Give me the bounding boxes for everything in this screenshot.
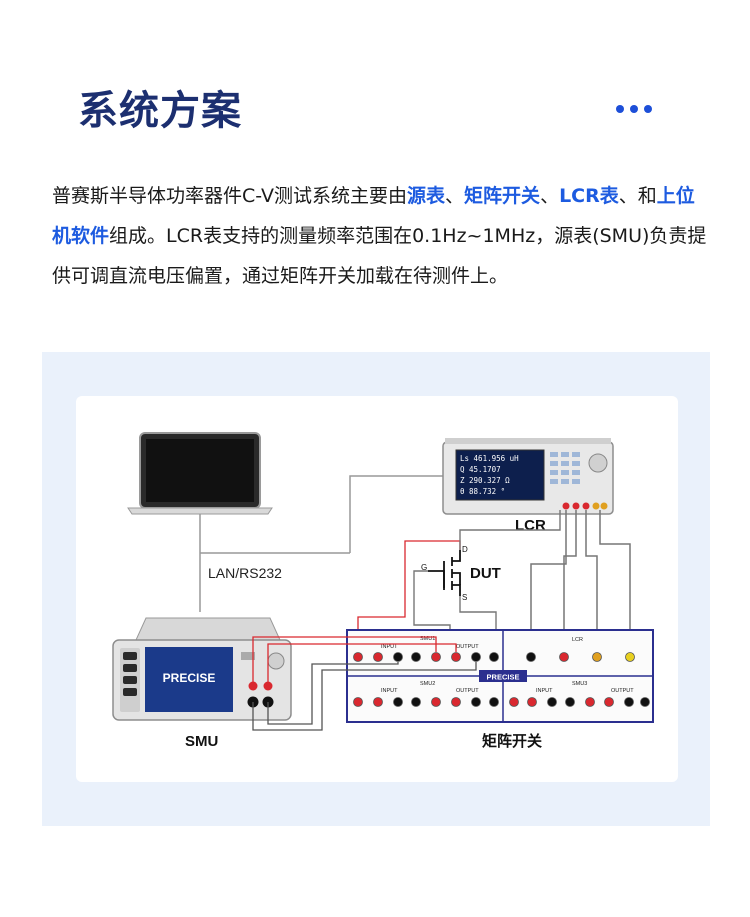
module-smu1-label: SMU1 <box>420 636 435 642</box>
more-dots-icon[interactable] <box>616 98 658 117</box>
pin-g-label: G <box>421 563 427 572</box>
desc-text-2: 组成。LCR表支持的测量频率范围在0.1Hz~1MHz，源表(SMU)负责提供可… <box>52 225 707 287</box>
lcr-screen-line-1: Ls 461.956 uH <box>460 454 519 463</box>
dut-label: DUT <box>470 565 501 582</box>
lcr-screen-line-4: θ 88.732 ° <box>460 487 505 496</box>
dot <box>630 105 638 113</box>
lcr-screen-line-2: Q 45.1707 <box>460 465 501 474</box>
lcr-screen-line-3: Z 290.327 Ω <box>460 476 510 485</box>
smu1-input-label: INPUT <box>381 644 398 650</box>
laptop-icon <box>127 432 273 515</box>
smu-instrument: PRECISE <box>112 617 292 721</box>
smu3-input-label: INPUT <box>536 688 553 694</box>
dot <box>616 105 624 113</box>
highlight-matrix-switch: 矩阵开关 <box>464 185 541 207</box>
smu-red-wires <box>252 636 457 686</box>
lcr-label: LCR <box>515 517 546 534</box>
lan-label: LAN/RS232 <box>208 565 282 581</box>
desc-sep-3: 、和 <box>618 185 657 207</box>
module-smu2-label: SMU2 <box>420 681 435 687</box>
matrix-label: 矩阵开关 <box>482 732 542 750</box>
lcr-wires <box>530 510 631 652</box>
matrix-switch: PRECISE SMU1 LCR SMU2 SMU3 INPUT OUTPUT … <box>346 629 654 723</box>
smu-label: SMU <box>185 733 218 750</box>
desc-sep-2: 、 <box>540 185 560 207</box>
pin-s-label: S <box>462 593 467 602</box>
smu3-output-label: OUTPUT <box>611 688 634 694</box>
page-title: 系统方案 <box>78 88 242 134</box>
smu2-input-label: INPUT <box>381 688 398 694</box>
highlight-host-software: 上位机软件 <box>52 185 695 247</box>
dot <box>644 105 652 113</box>
smu-brand: PRECISE <box>163 671 216 685</box>
lcr-lan-cable <box>349 475 445 553</box>
pin-d-label: D <box>462 545 468 554</box>
lcr-meter: Ls 461.956 uH Q 45.1707 Z 290.327 Ω θ 88… <box>442 438 614 515</box>
module-lcr-label: LCR <box>572 637 583 643</box>
module-smu3-label: SMU3 <box>572 681 587 687</box>
smu-gray-wires <box>252 662 477 731</box>
highlight-source-meter: 源表 <box>407 185 446 207</box>
highlight-lcr-meter: LCR表 <box>559 185 619 207</box>
dut-mosfet-symbol <box>428 550 461 596</box>
desc-sep-1: 、 <box>445 185 465 207</box>
smu1-output-label: OUTPUT <box>456 644 479 650</box>
desc-text-1: 普赛斯半导体功率器件C-V测试系统主要由 <box>52 185 408 207</box>
description-paragraph: 普赛斯半导体功率器件C-V测试系统主要由源表、矩阵开关、LCR表、和上位机软件组… <box>52 176 712 296</box>
matrix-brand: PRECISE <box>487 673 520 682</box>
smu2-output-label: OUTPUT <box>456 688 479 694</box>
